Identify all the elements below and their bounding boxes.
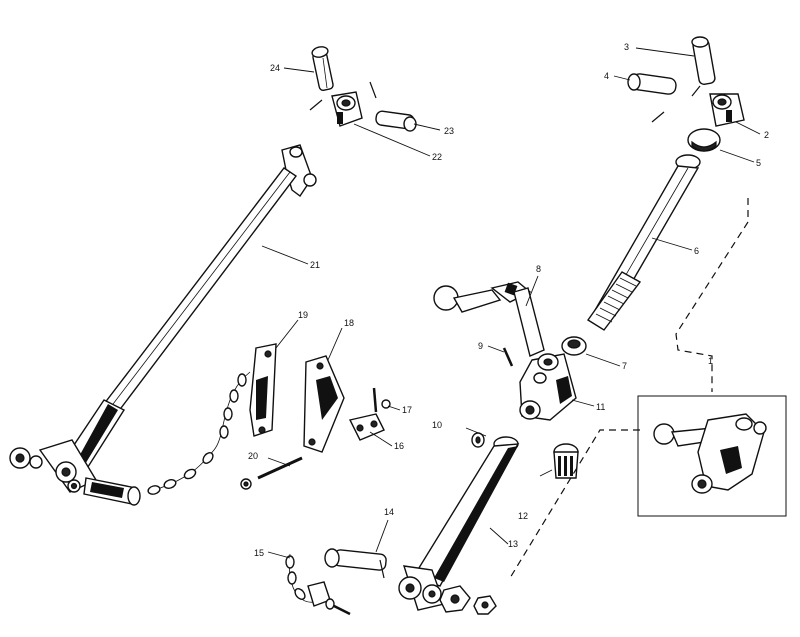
- callout-10: 10: [432, 420, 442, 430]
- part-15-chain: [285, 553, 331, 607]
- part-18-bracket: [303, 355, 345, 453]
- lower-link-end: [9, 439, 98, 493]
- part-14-pin: [324, 548, 387, 579]
- callout-labels: 24 22 23 21 3 4 2 5 6 8 9 7 11 10 12 13 …: [248, 42, 769, 558]
- callout-19: 19: [298, 310, 308, 320]
- callout-23: 23: [444, 126, 454, 136]
- callout-16: 16: [394, 441, 404, 451]
- callout-8: 8: [536, 264, 541, 274]
- part-6-screw: [587, 154, 701, 331]
- part-9-pin: [502, 347, 514, 367]
- part-7-nut: [561, 336, 587, 356]
- bottom-nuts: [439, 585, 497, 615]
- part-1-assembly-inset: [637, 395, 787, 517]
- part-13-tube: [398, 436, 520, 611]
- callout-15: 15: [254, 548, 264, 558]
- callout-6: 6: [694, 246, 699, 256]
- callout-14: 14: [384, 507, 394, 517]
- part-8-crank: [433, 281, 545, 357]
- part-24-pin: [311, 46, 334, 91]
- callout-1: 1: [708, 356, 713, 366]
- part-19-bracket: [249, 343, 277, 437]
- callout-22: 22: [432, 152, 442, 162]
- chain-upper: [147, 371, 251, 495]
- callout-17: 17: [402, 405, 412, 415]
- bottom-bolt: [325, 598, 351, 616]
- assembly-grouping-line: [509, 198, 749, 579]
- part-3-pin: [691, 36, 716, 85]
- part-2-clevis: [709, 93, 745, 127]
- part-5-cap: [687, 128, 721, 152]
- part-12-gear: [553, 443, 579, 479]
- callout-9: 9: [478, 341, 483, 351]
- part-23-pin: [375, 110, 417, 132]
- part-16-clip: [348, 413, 385, 441]
- callout-24: 24: [270, 63, 280, 73]
- part-20-bolt: [240, 456, 303, 490]
- part-4-pin: [627, 73, 677, 95]
- callout-5: 5: [756, 158, 761, 168]
- callout-18: 18: [344, 318, 354, 328]
- callout-13: 13: [508, 539, 518, 549]
- callout-20: 20: [248, 451, 258, 461]
- part-17-bolt: [372, 387, 391, 413]
- part-10-nut: [471, 432, 485, 448]
- cotter-pins-right: [651, 85, 701, 123]
- lower-bolt: [83, 477, 141, 506]
- leader-lines: [261, 47, 761, 559]
- callout-4: 4: [604, 71, 609, 81]
- callout-2: 2: [764, 130, 769, 140]
- part-21-lift-link: [62, 144, 317, 471]
- part-11-housing: [519, 353, 577, 421]
- part-22-clevis: [331, 91, 363, 127]
- callout-3: 3: [624, 42, 629, 52]
- callout-12: 12: [518, 511, 528, 521]
- cotter-pins-left: [309, 81, 377, 111]
- callout-7: 7: [622, 361, 627, 371]
- callout-21: 21: [310, 260, 320, 270]
- callout-11: 11: [596, 402, 605, 412]
